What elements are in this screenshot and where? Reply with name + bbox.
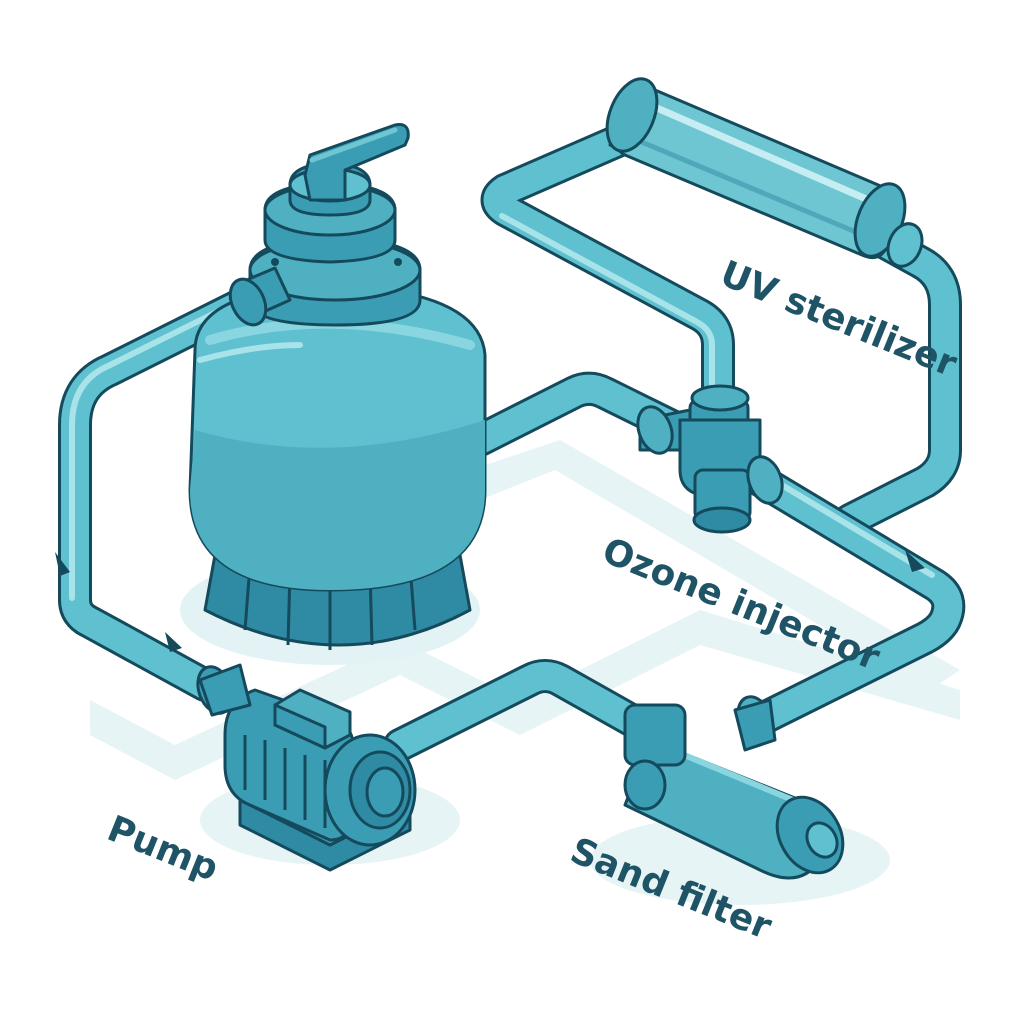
flow-arrow-icon bbox=[55, 552, 70, 576]
pipe-return-left bbox=[58, 283, 267, 702]
pump bbox=[196, 663, 417, 872]
pipe-pump-to-sandfilter bbox=[383, 659, 657, 762]
uv-sterilizer bbox=[605, 77, 924, 268]
pipe-tee-to-uv bbox=[480, 123, 735, 417]
ozone-injector-tee bbox=[636, 384, 784, 534]
inline-cartridge bbox=[623, 695, 845, 880]
pipe-filter-to-tee bbox=[463, 371, 697, 457]
flow-arrow-icon bbox=[165, 632, 182, 652]
flow-arrow-icon bbox=[905, 550, 925, 572]
pipe-uv-to-right bbox=[833, 223, 962, 537]
pipe-tee-to-corner bbox=[743, 463, 966, 737]
sand-filter-tank bbox=[188, 123, 487, 650]
